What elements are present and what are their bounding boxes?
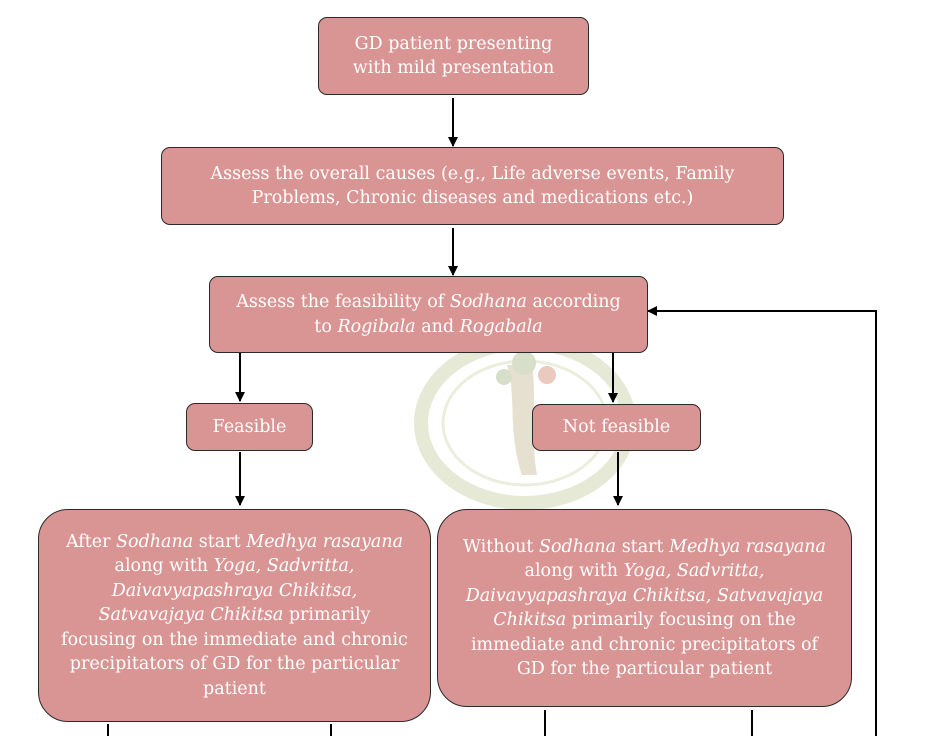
after-sodhana-node: After Sodhana start Medhya rasayana alon…	[38, 509, 431, 722]
without-sodhana-node: Without Sodhana start Medhya rasayana al…	[437, 509, 852, 707]
assess-causes-text: Assess the overall causes (e.g., Life ad…	[210, 163, 735, 209]
without-sodhana-text: Without Sodhana start Medhya rasayana al…	[463, 536, 826, 680]
start-node: GD patient presenting with mild presenta…	[318, 17, 589, 95]
assess-feasibility-text: Assess the feasibility of Sodhana accord…	[236, 292, 621, 337]
feedback-loop-arrow	[647, 306, 877, 736]
not-feasible-text: Not feasible	[562, 417, 671, 438]
assess-feasibility-node: Assess the feasibility of Sodhana accord…	[209, 276, 648, 353]
not-feasible-node: Not feasible	[532, 404, 701, 451]
assess-causes-node: Assess the overall causes (e.g., Life ad…	[161, 147, 784, 225]
feasible-text: Feasible	[212, 416, 287, 437]
feasible-node: Feasible	[186, 403, 313, 451]
start-node-text: GD patient presenting with mild presenta…	[352, 33, 555, 79]
after-sodhana-text: After Sodhana start Medhya rasayana alon…	[61, 531, 408, 699]
